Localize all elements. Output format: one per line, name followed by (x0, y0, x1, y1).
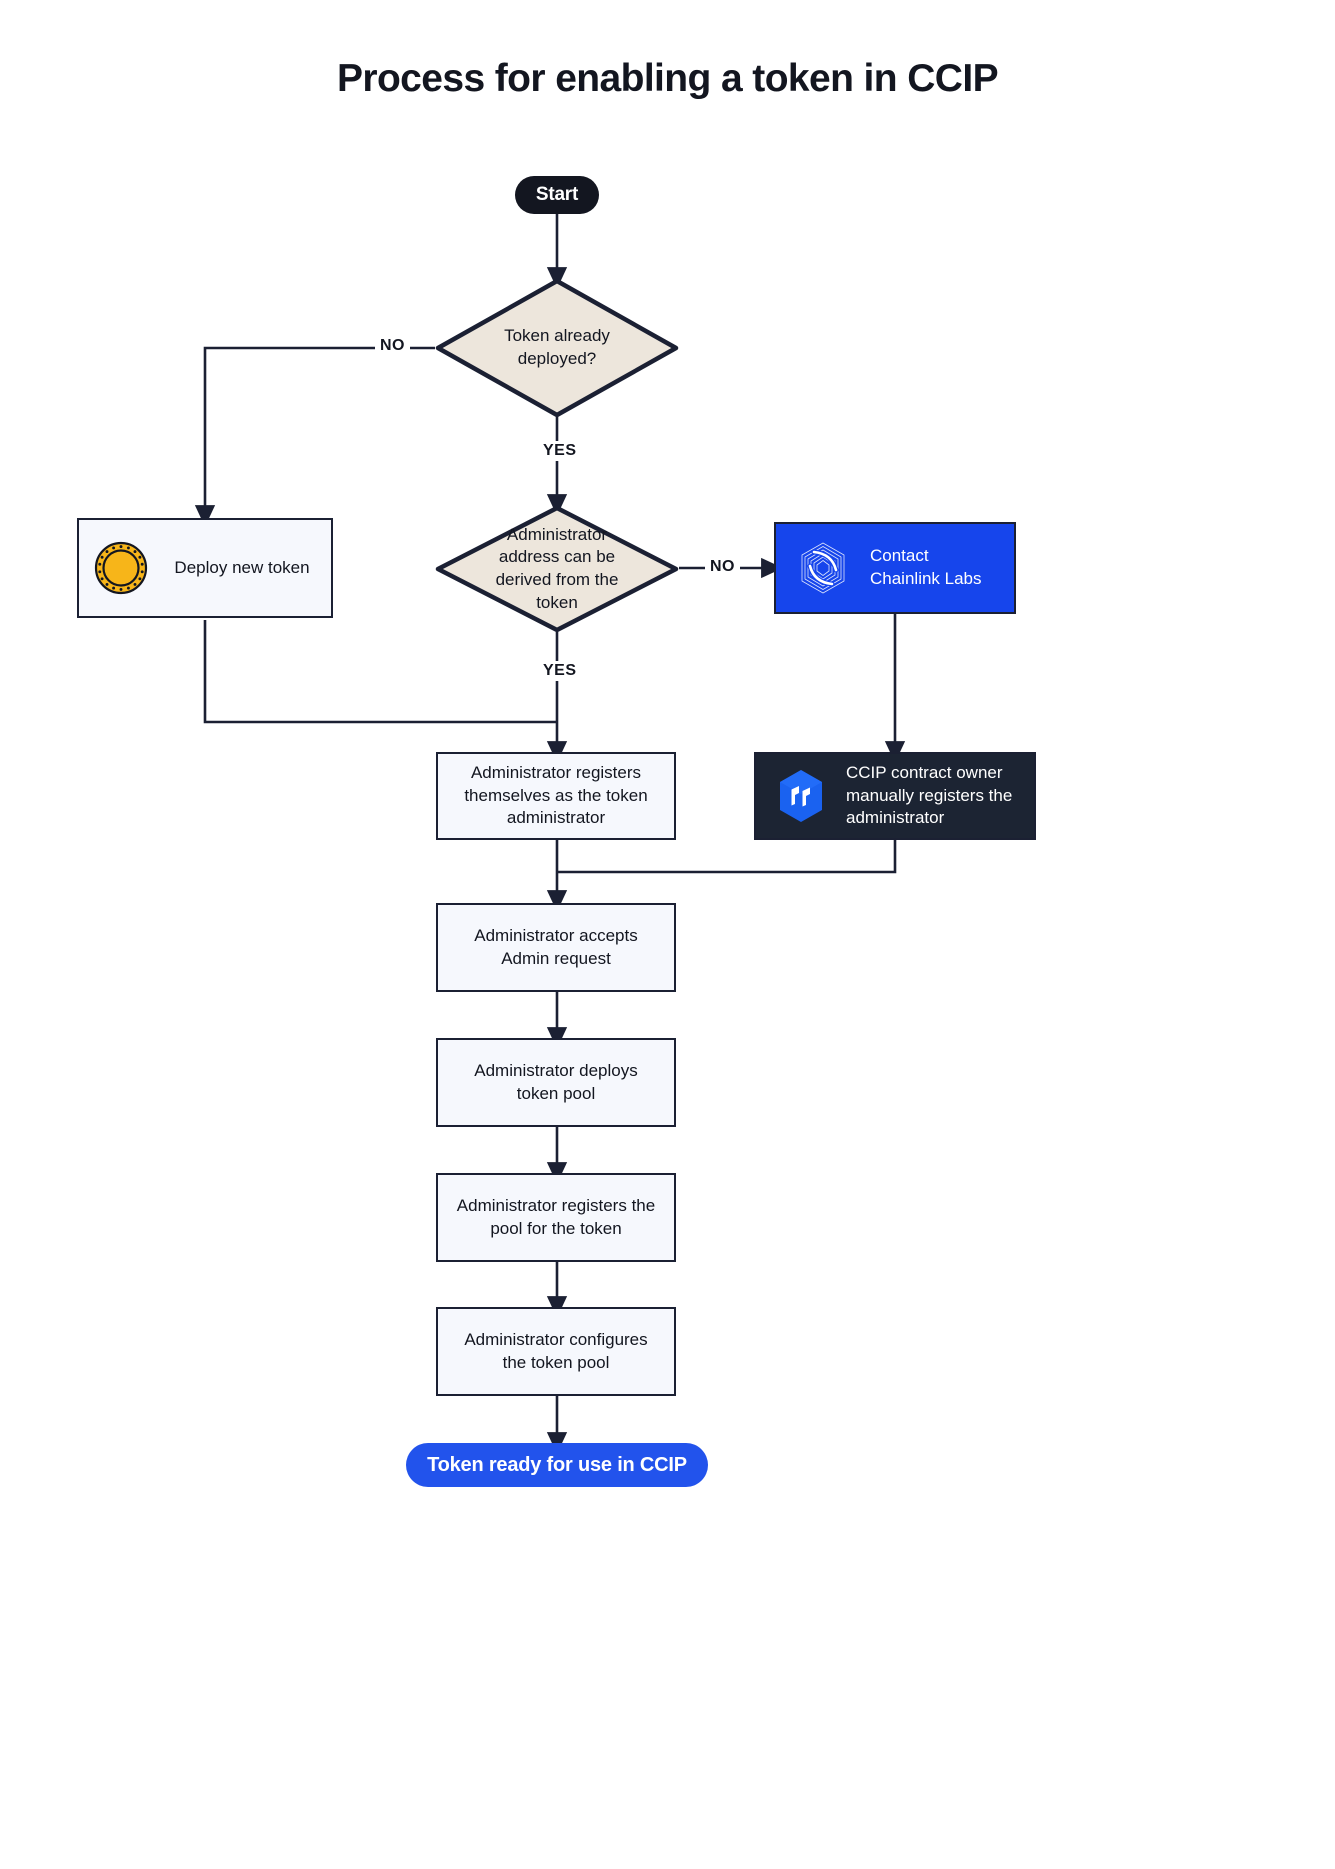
edge-manual-reg-to-accept (557, 840, 897, 874)
gold-coin-icon (93, 540, 149, 596)
node-manual-register[interactable]: CCIP contract owner manually registers t… (754, 752, 1036, 840)
node-decision-admin-derived[interactable]: Administrator address can be derived fro… (435, 505, 679, 633)
node-configure-token-pool-label: Administrator configures the token pool (464, 1330, 648, 1372)
node-accept-admin-request-label: Administrator accepts Admin request (474, 926, 638, 968)
edge-deploy-to-register-self (203, 620, 557, 724)
node-accept-admin-request[interactable]: Administrator accepts Admin request (436, 903, 676, 992)
edge-label-deployed-yes: YES (538, 441, 582, 461)
node-contact-chainlink-labs-label: Contact Chainlink Labs (870, 546, 982, 588)
node-token-ready-label: Token ready for use in CCIP (427, 1453, 687, 1476)
node-register-self-label: Administrator registers themselves as th… (464, 763, 648, 828)
node-start-label: Start (535, 184, 579, 206)
node-deploy-new-token[interactable]: Deploy new token (77, 518, 333, 618)
node-deploy-new-token-label: Deploy new token (174, 557, 310, 577)
node-register-pool[interactable]: Administrator registers the pool for the… (436, 1173, 676, 1262)
node-decision-admin-derived-label: Administrator address can be derived fro… (495, 524, 619, 612)
node-register-self[interactable]: Administrator registers themselves as th… (436, 752, 676, 840)
node-configure-token-pool[interactable]: Administrator configures the token pool (436, 1307, 676, 1396)
page-title: Process for enabling a token in CCIP (336, 57, 999, 100)
node-decision-token-deployed-label: Token already deployed? (504, 326, 610, 368)
diamond-shape (435, 278, 679, 418)
edge-label-derived-yes: YES (538, 661, 582, 681)
edge-label-deployed-no: NO (375, 336, 410, 356)
node-contact-chainlink-labs[interactable]: Contact Chainlink Labs (774, 522, 1016, 614)
node-decision-token-deployed[interactable]: Token already deployed? (435, 278, 679, 418)
edge-q-deployed-no-to-deploy (194, 346, 435, 527)
edge-label-derived-no: NO (705, 557, 740, 577)
node-start[interactable]: Start (515, 176, 599, 214)
ccip-hex-icon (772, 767, 830, 825)
node-manual-register-label: CCIP contract owner manually registers t… (846, 762, 1013, 828)
node-deploy-token-pool[interactable]: Administrator deploys token pool (436, 1038, 676, 1127)
diamond-shape (435, 505, 679, 633)
node-token-ready[interactable]: Token ready for use in CCIP (406, 1443, 708, 1487)
node-register-pool-label: Administrator registers the pool for the… (456, 1196, 656, 1238)
node-deploy-token-pool-label: Administrator deploys token pool (474, 1061, 638, 1103)
chainlink-logo-icon (792, 537, 854, 599)
